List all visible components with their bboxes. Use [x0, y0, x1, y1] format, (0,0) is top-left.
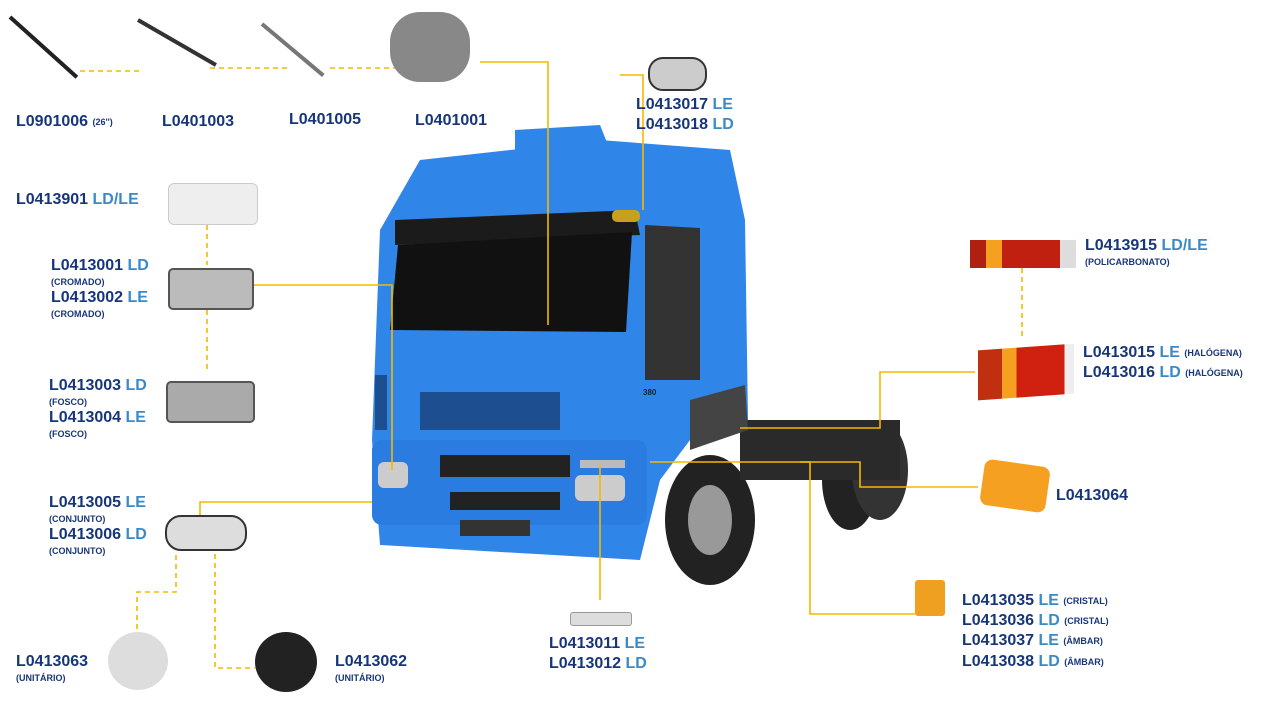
part-label: L0413062(UNITÁRIO)	[335, 653, 408, 683]
part-label: L0413001 LD(CROMADO)L0413002 LE(CROMADO)	[51, 257, 149, 319]
part-label: L0413063(UNITÁRIO)	[16, 653, 89, 683]
part-label: L0413915 LD/LE(POLICARBONATO)	[1085, 237, 1208, 267]
corner-lamp-image	[915, 580, 945, 616]
part-label: L0413015 LE (HALÓGENA)L0413016 LD (HALÓG…	[1083, 344, 1243, 382]
fog-lamp-unit-black-image	[255, 632, 317, 692]
wiper-motor-image	[390, 12, 470, 82]
amber-side-marker-image	[979, 458, 1051, 514]
headlamp-chrome-image	[168, 268, 254, 310]
part-label: L0413035 LE (CRISTAL)L0413036 LD (CRISTA…	[962, 592, 1109, 670]
fog-lamp-unit-image	[108, 632, 168, 690]
part-label: L0413901 LD/LE	[16, 191, 139, 208]
part-label: L0413064	[1056, 487, 1129, 504]
truck-badge: 380	[643, 388, 657, 397]
side-lamp-image	[570, 612, 632, 626]
part-label: L0401003	[162, 113, 235, 130]
part-label: L0413003 LD(FOSCO)L0413004 LE(FOSCO)	[49, 377, 147, 439]
connector-lines	[80, 61, 1023, 669]
headlamp-lens-image	[168, 183, 258, 225]
fog-lamp-set-image	[165, 515, 247, 551]
part-label: L0413005 LE(CONJUNTO)L0413006 LD(CONJUNT…	[49, 494, 147, 556]
truck-illustration	[372, 125, 908, 585]
part-label: L0401005	[289, 111, 362, 128]
tail-lamp-halogen-image	[978, 343, 1074, 401]
part-label: L0401001	[415, 112, 488, 129]
part-label: L0901006 (26'')	[16, 113, 113, 131]
tail-lamp-poly-image	[970, 240, 1076, 268]
headlamp-matte-image	[166, 381, 255, 423]
marker-lamp-image	[648, 57, 707, 91]
